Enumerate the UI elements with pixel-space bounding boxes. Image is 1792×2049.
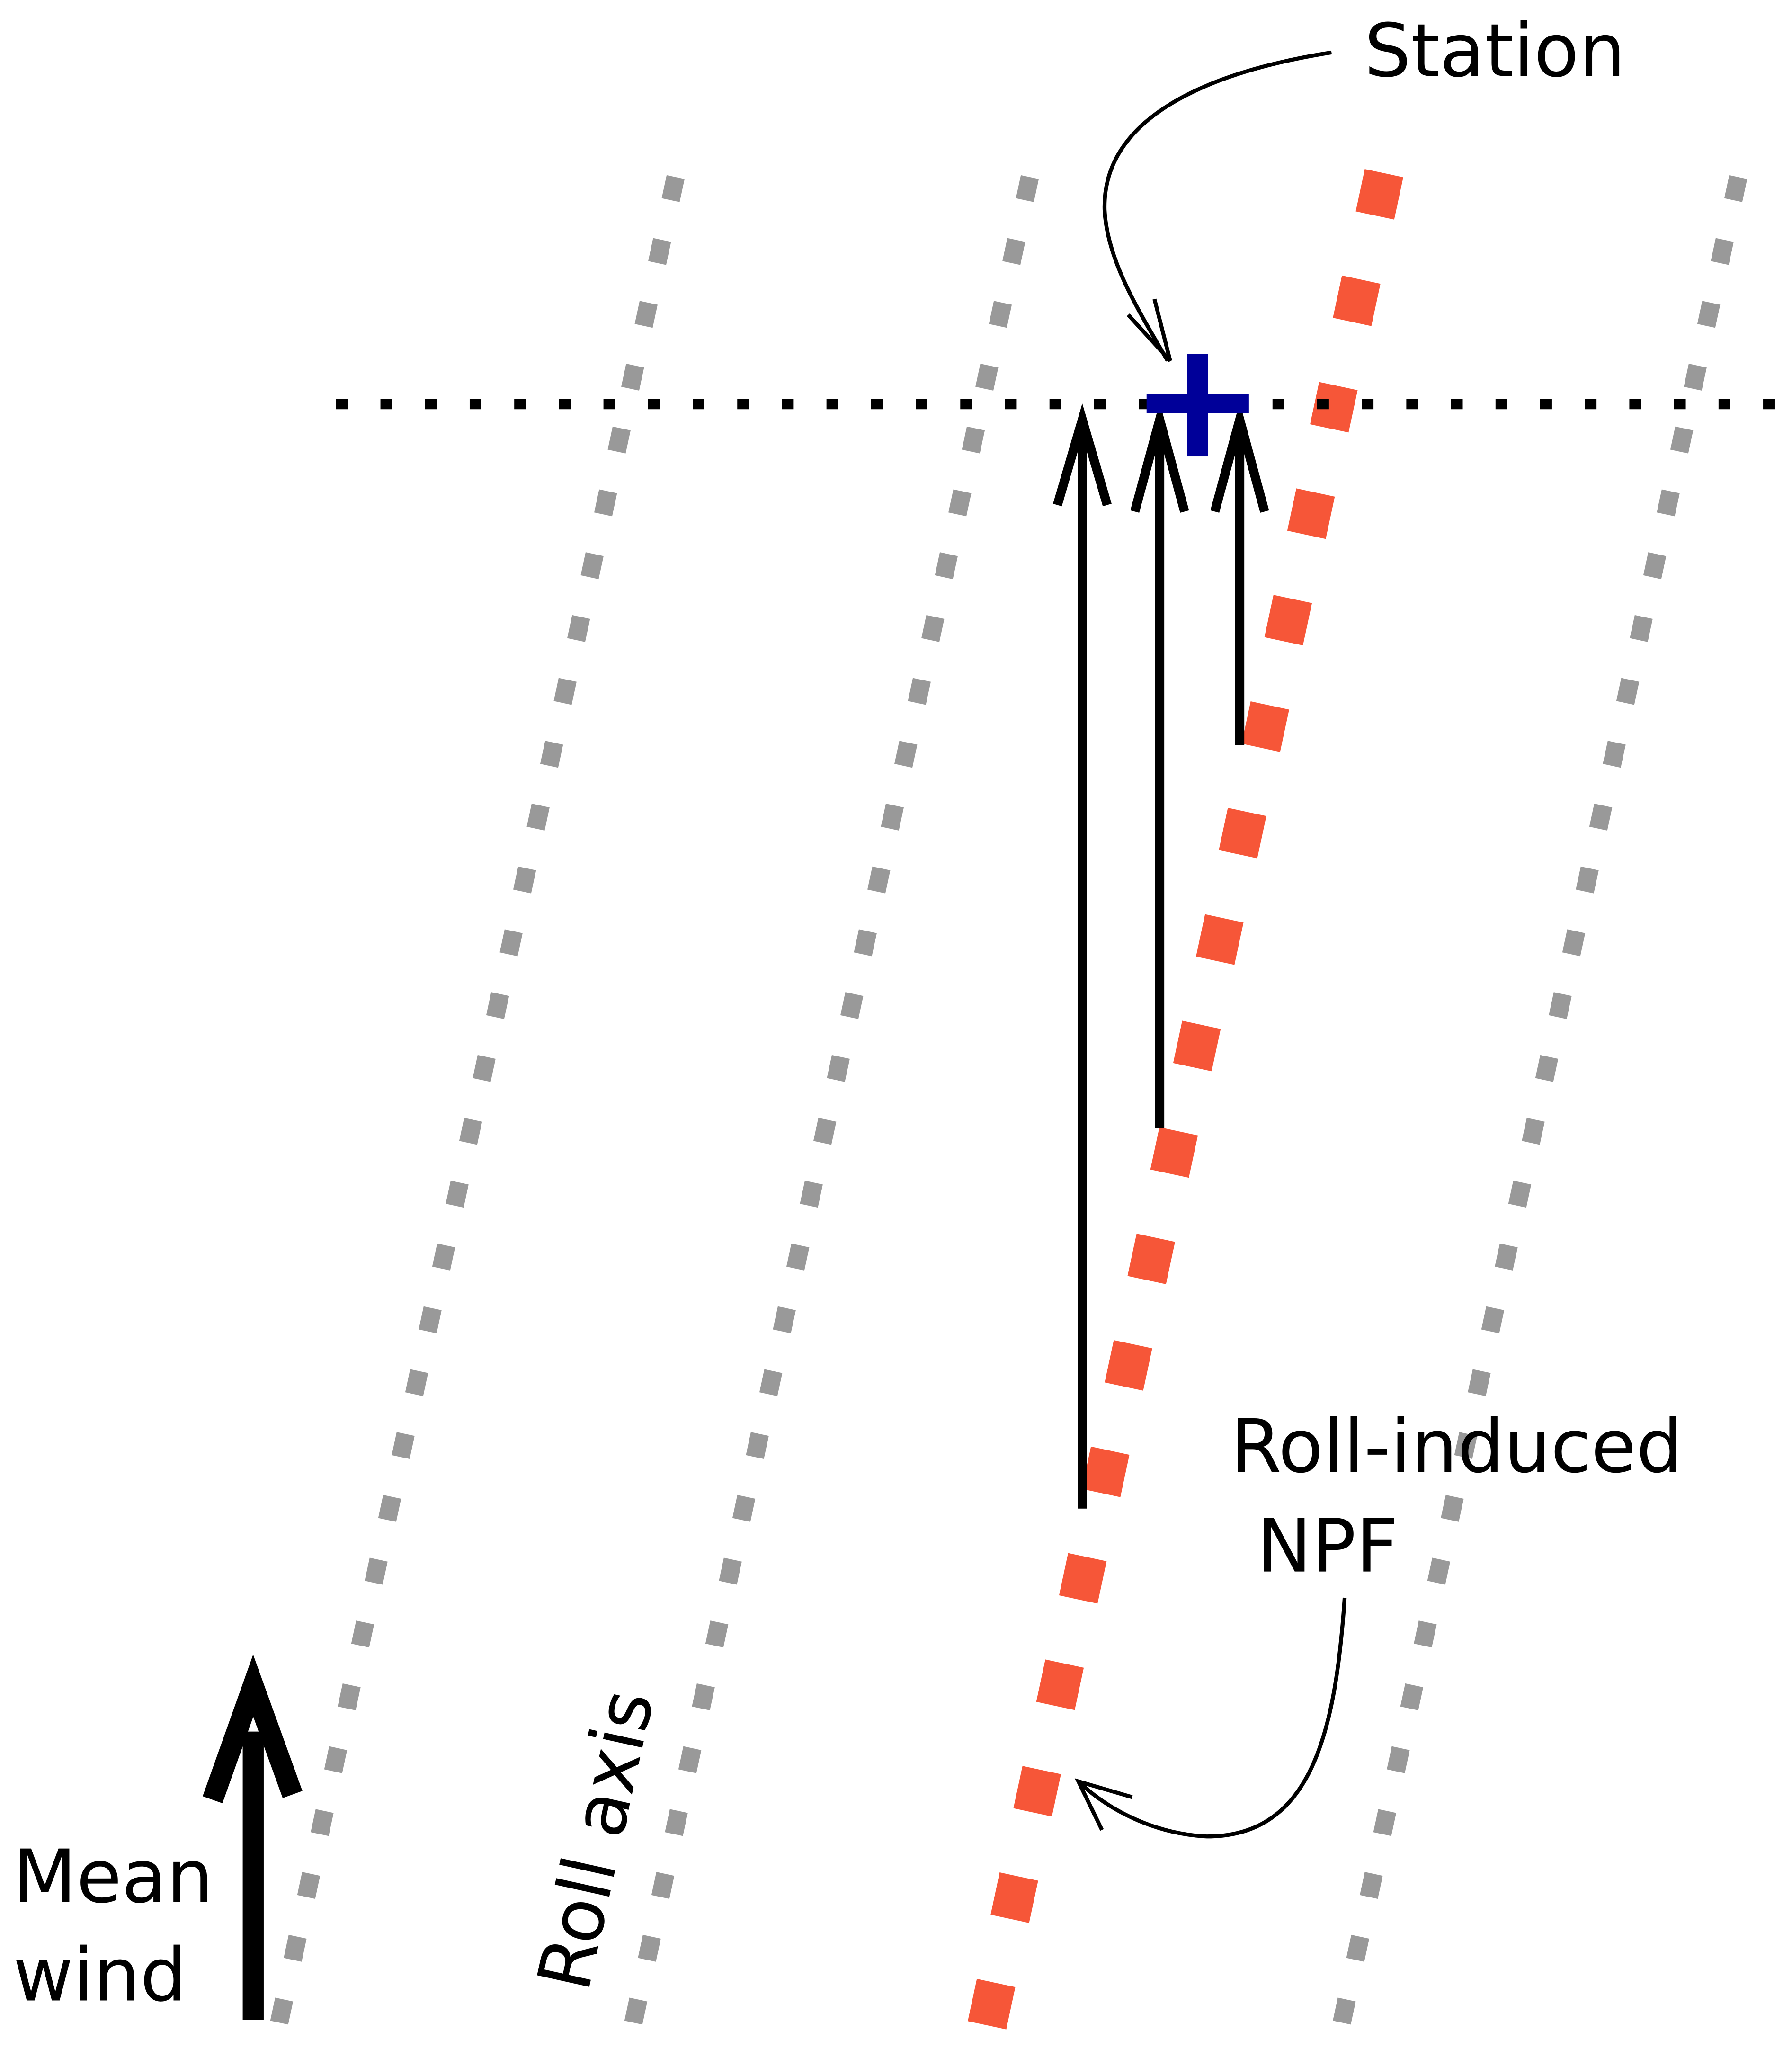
npf-label-line2: NPF (1257, 1503, 1398, 1589)
trajectory-arrow-3 (1210, 402, 1269, 745)
npf-label-line1: Roll-induced (1230, 1404, 1683, 1489)
trajectory-arrow-1 (1053, 403, 1112, 1509)
mean-wind-label-line1: Mean (13, 1834, 214, 1920)
station-callout-arrow (1102, 50, 1332, 362)
mean-wind-arrow-icon (202, 1655, 303, 2021)
trajectory-arrow-2 (1130, 402, 1189, 1128)
station-label: Station (1364, 8, 1626, 94)
roll-axis-line-2 (621, 175, 1039, 2042)
roll-axis-line-3 (1329, 175, 1747, 2042)
npf-callout-arrow (1077, 1597, 1347, 1839)
npf-callout-arrowhead (1074, 1778, 1133, 1831)
station-callout-arrowhead (1126, 298, 1172, 362)
station-marker-icon (1146, 354, 1249, 457)
mean-wind-label-line2: wind (13, 1933, 187, 2018)
npf-roll-axis-line (964, 169, 1403, 2044)
